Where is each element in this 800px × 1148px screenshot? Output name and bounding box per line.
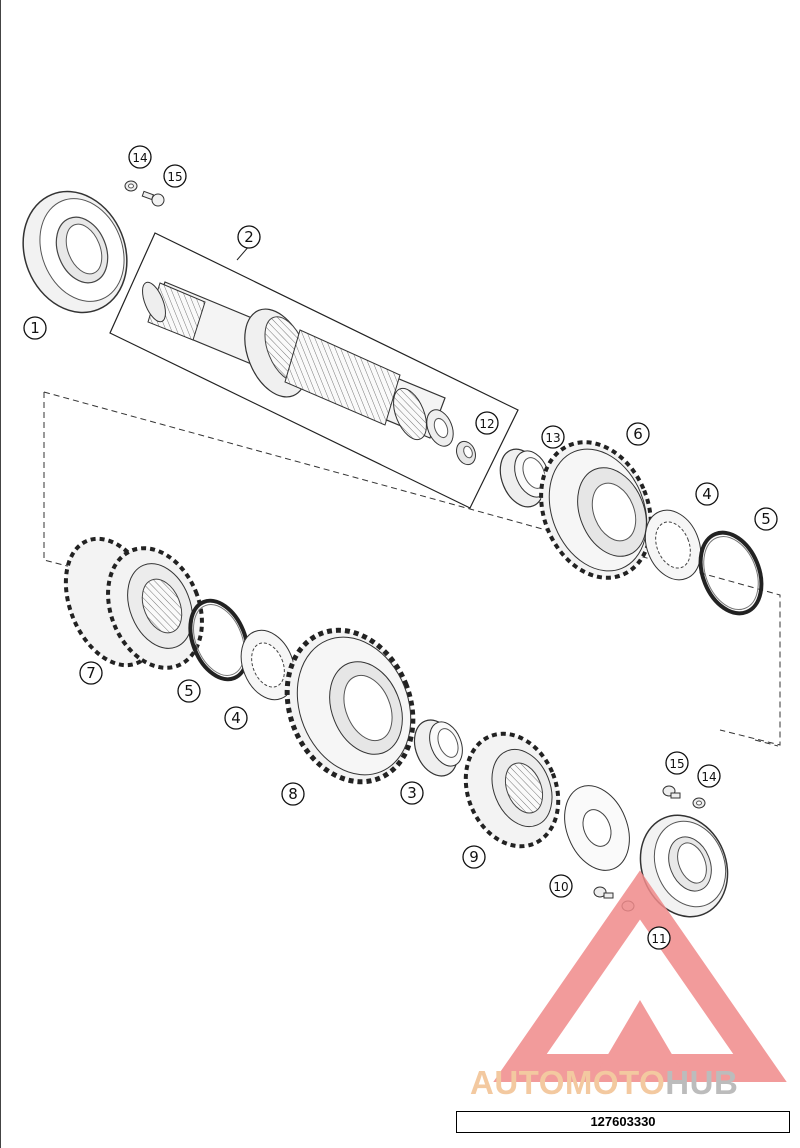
watermark-part1: AUTOMOTO bbox=[470, 1064, 666, 1101]
callout-c5b: 5 bbox=[177, 679, 201, 703]
callout-label-c13: 13 bbox=[545, 431, 560, 445]
callout-label-c4a: 4 bbox=[702, 485, 712, 503]
callout-c10: 10 bbox=[549, 874, 573, 898]
callout-label-c10: 10 bbox=[553, 880, 568, 894]
callout-c2: 2 bbox=[237, 225, 261, 249]
callout-c6: 6 bbox=[626, 422, 650, 446]
callout-label-c6: 6 bbox=[633, 425, 643, 443]
callout-label-c7: 7 bbox=[86, 664, 96, 682]
callout-c9: 9 bbox=[462, 845, 486, 869]
callout-c11: 11 bbox=[647, 926, 671, 950]
shaft-part-2 bbox=[142, 281, 454, 447]
callout-c7: 7 bbox=[79, 661, 103, 685]
bushing-part-3 bbox=[413, 719, 463, 777]
circlip-part-5-upper bbox=[698, 530, 764, 616]
watermark-logo bbox=[493, 870, 787, 1082]
drawing-number: 127603330 bbox=[456, 1111, 790, 1133]
callout-c15b: 15 bbox=[665, 751, 689, 775]
washer-part-14-upper bbox=[124, 180, 138, 192]
gear-part-9 bbox=[463, 731, 561, 849]
callout-c4b: 4 bbox=[224, 706, 248, 730]
callout-label-c15b: 15 bbox=[669, 757, 684, 771]
callout-label-c1: 1 bbox=[30, 319, 40, 337]
washer-part-14-lower bbox=[692, 797, 706, 809]
gear-part-8 bbox=[284, 627, 416, 785]
callout-label-c11: 11 bbox=[651, 932, 666, 946]
washer-part-4-upper bbox=[644, 509, 702, 581]
bearing-part-1 bbox=[22, 190, 128, 314]
callout-label-c4b: 4 bbox=[231, 709, 241, 727]
callout-label-c3: 3 bbox=[407, 784, 417, 802]
callout-label-c9: 9 bbox=[469, 848, 479, 866]
callout-label-c5a: 5 bbox=[761, 510, 771, 528]
screw-part-15-upper bbox=[141, 190, 165, 207]
callout-label-c14a: 14 bbox=[132, 151, 147, 165]
bearing-part-11 bbox=[639, 814, 729, 918]
callout-c13: 13 bbox=[541, 425, 565, 449]
gear-part-6 bbox=[539, 440, 653, 580]
callout-c12: 12 bbox=[475, 411, 499, 435]
callout-label-c12: 12 bbox=[479, 417, 494, 431]
callout-label-c2: 2 bbox=[244, 228, 254, 246]
callout-label-c8: 8 bbox=[288, 785, 298, 803]
screw-part-15-lower bbox=[662, 785, 681, 799]
callout-c15a: 15 bbox=[163, 164, 187, 188]
gear-part-7 bbox=[63, 536, 204, 670]
callout-label-c15a: 15 bbox=[167, 170, 182, 184]
callout-label-c14b: 14 bbox=[701, 770, 716, 784]
washer-part-10 bbox=[564, 785, 630, 871]
bearing-part-12 bbox=[456, 440, 476, 466]
callout-c5a: 5 bbox=[754, 507, 778, 531]
washer-part-4-lower bbox=[240, 629, 296, 701]
callout-c8: 8 bbox=[281, 782, 305, 806]
callout-c14a: 14 bbox=[128, 145, 152, 169]
circlip-part-5-lower bbox=[188, 598, 250, 682]
page-border-left bbox=[0, 0, 1, 1148]
watermark-brand-text: AUTOMOTOHUB bbox=[470, 1064, 738, 1102]
callout-label-c5b: 5 bbox=[184, 682, 194, 700]
callout-c4a: 4 bbox=[695, 482, 719, 506]
watermark-part2: HUB bbox=[665, 1064, 739, 1101]
callout-c3: 3 bbox=[400, 781, 424, 805]
shaft-group-box bbox=[109, 232, 519, 509]
callout-c14b: 14 bbox=[697, 764, 721, 788]
callout-c1: 1 bbox=[23, 316, 47, 340]
